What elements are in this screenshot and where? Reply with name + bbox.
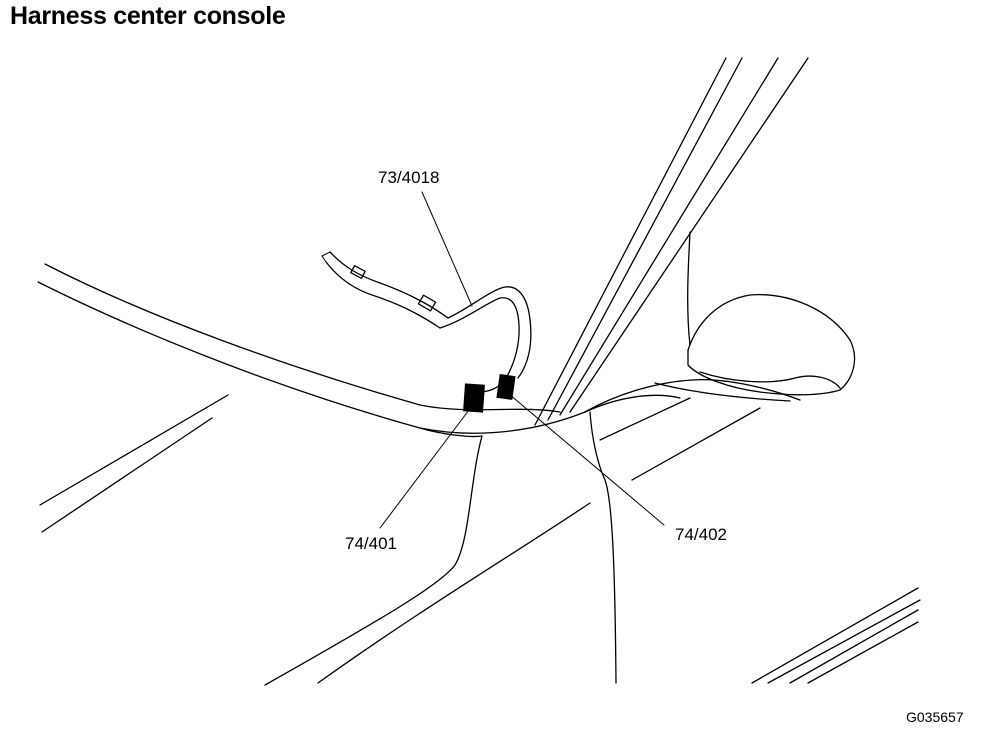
side-mirror-outline	[687, 294, 856, 396]
door-frame-vertical	[687, 231, 691, 346]
leader-line-harness	[421, 191, 473, 307]
center-tunnel-right	[317, 502, 591, 684]
side-mirror-base	[654, 382, 791, 402]
a-pillar-line-4	[569, 57, 809, 413]
center-tunnel-divider	[589, 411, 617, 684]
a-pillar-line-2	[547, 57, 743, 421]
connector-74-401	[463, 383, 485, 413]
door-panel-edge	[584, 379, 801, 413]
a-pillar-line-1	[534, 57, 727, 426]
leader-line-74-402	[508, 393, 665, 526]
dashboard-lower-edge	[37, 281, 681, 434]
door-panel-inner	[599, 397, 691, 441]
side-mirror-inner	[699, 371, 841, 389]
right-trim-line-1	[751, 587, 919, 684]
dashboard-front-curve	[419, 427, 483, 438]
label-74-402: 74/402	[675, 525, 727, 544]
door-panel-lower	[631, 407, 761, 481]
a-pillar-line-3	[559, 57, 779, 416]
figure-code: G035657	[906, 709, 964, 725]
page-title: Harness center console	[10, 2, 286, 30]
left-trim-line-2	[41, 417, 213, 533]
dashboard-upper-edge	[44, 263, 561, 413]
right-trim-line-4	[807, 621, 919, 684]
center-tunnel-left	[264, 435, 483, 686]
label-73-4018: 73/4018	[378, 168, 439, 187]
right-trim-line-2	[767, 599, 921, 684]
leader-line-74-401	[379, 409, 470, 529]
right-trim-line-3	[789, 609, 919, 684]
harness-73-4018	[321, 251, 532, 393]
left-trim-line-1	[39, 394, 229, 506]
label-74-401: 74/401	[345, 534, 397, 553]
connector-74-402	[496, 374, 516, 400]
